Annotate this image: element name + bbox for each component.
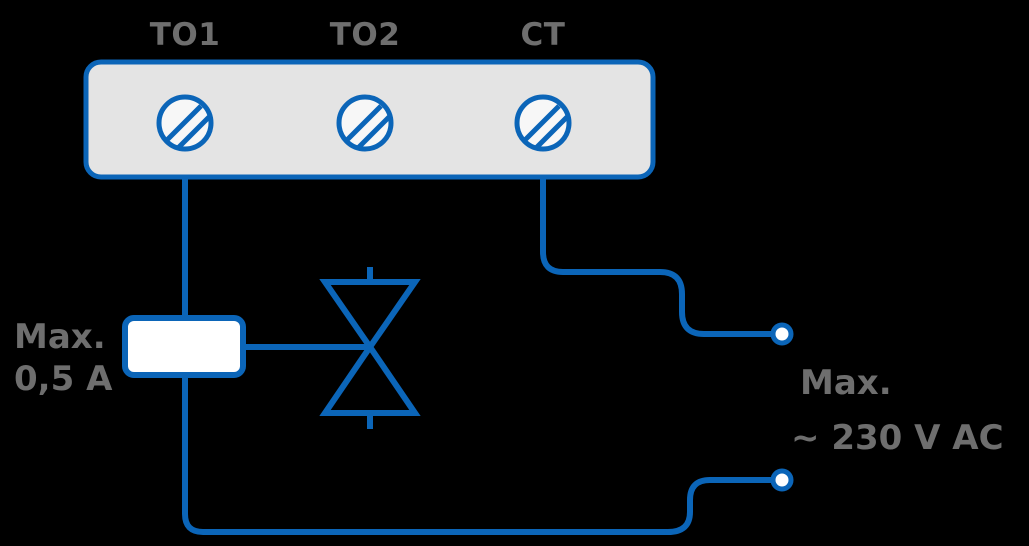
terminal-label-ct: CT bbox=[521, 17, 566, 53]
terminal-label-to2: TO2 bbox=[330, 17, 401, 53]
valve-hourglass-icon bbox=[319, 267, 421, 429]
terminal-label-to1: TO1 bbox=[150, 17, 221, 53]
screw-terminal-icon[interactable] bbox=[336, 94, 394, 152]
valve-lower-triangle bbox=[319, 341, 421, 416]
fuse-symbol bbox=[122, 315, 246, 378]
screw-terminal-icon[interactable] bbox=[156, 94, 214, 152]
screw-slot-line-b bbox=[534, 115, 569, 150]
supply-note-line2: ~ 230 V AC bbox=[791, 418, 1004, 458]
supply-note-line1: Max. bbox=[800, 363, 892, 403]
screw-slot-line-a bbox=[345, 104, 383, 142]
screw-terminal-icon[interactable] bbox=[514, 94, 572, 152]
wire-fuse-to-bottom-rail bbox=[182, 371, 671, 535]
supply-terminal-top-dot[interactable] bbox=[770, 322, 794, 346]
terminal-block bbox=[83, 59, 656, 180]
fuse-note-line2: 0,5 A bbox=[14, 359, 113, 399]
screw-slot-line-b bbox=[356, 115, 391, 150]
screw-slot-line-a bbox=[523, 104, 561, 142]
valve-upper-triangle bbox=[319, 279, 421, 353]
wire-bottom-rail-to-supply-terminal bbox=[665, 477, 782, 535]
supply-terminal-bottom-dot[interactable] bbox=[770, 468, 794, 492]
screw-slot-line-a bbox=[165, 104, 203, 142]
wire-ct-to-supply-terminal bbox=[540, 174, 782, 337]
screw-slot-line-b bbox=[176, 115, 211, 150]
fuse-note-line1: Max. bbox=[14, 317, 106, 357]
